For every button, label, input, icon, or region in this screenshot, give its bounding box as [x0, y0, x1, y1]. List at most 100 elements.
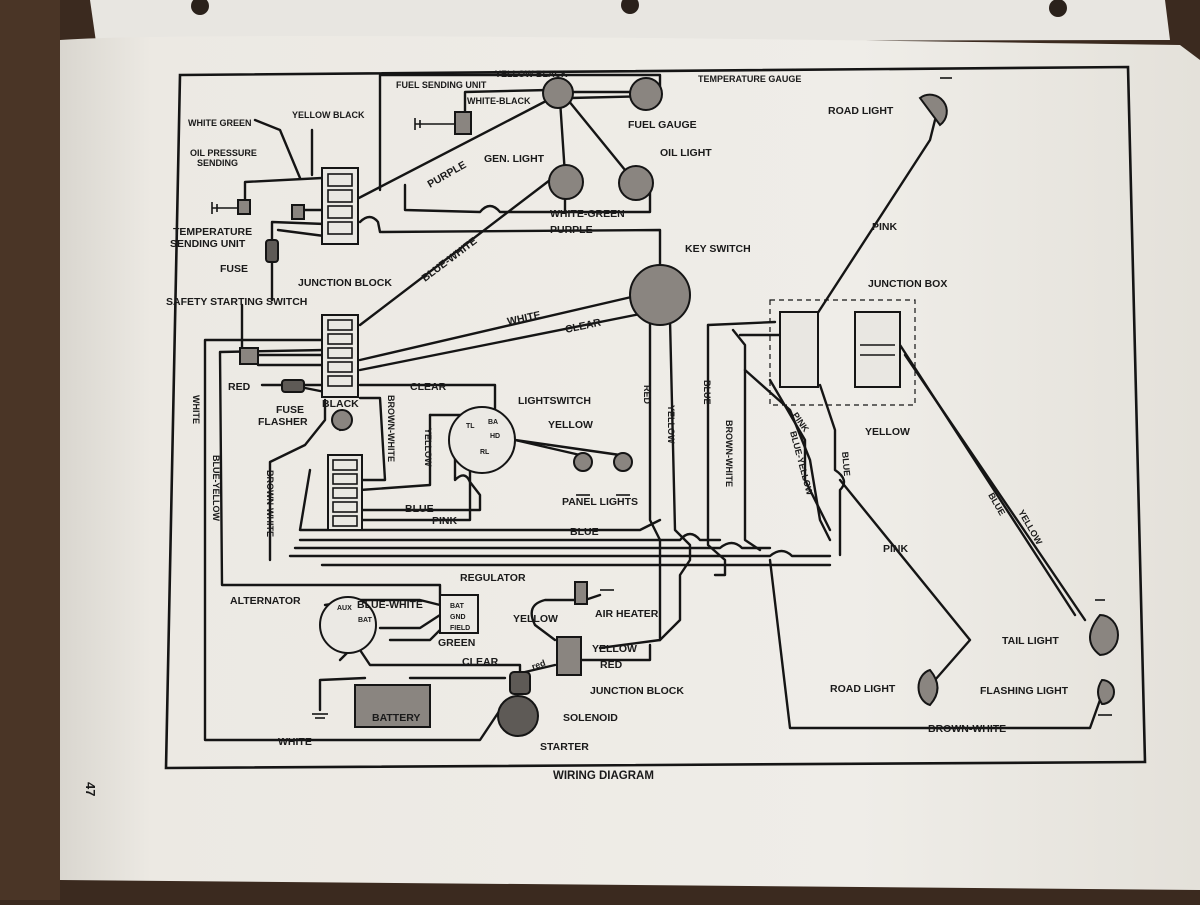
fuel-gauge-icon — [542, 77, 574, 109]
label-pink-right: PINK — [872, 221, 898, 233]
key-switch-icon — [629, 264, 691, 326]
label-junction-box: JUNCTION BOX — [868, 278, 947, 290]
battery-icon — [354, 684, 431, 728]
label-regulator: REGULATOR — [460, 572, 526, 584]
panel-light-right-icon — [613, 452, 633, 472]
label-temperature-sending-2: SENDING UNIT — [170, 238, 246, 250]
label-oil-pressure-2: SENDING — [197, 158, 238, 168]
label-key-switch: KEY SWITCH — [685, 243, 751, 255]
label-purple-lower: PURPLE — [550, 224, 593, 236]
label-junction-block-lower: JUNCTION BLOCK — [590, 685, 684, 697]
label-oil-pressure-1: OIL PRESSURE — [190, 148, 257, 158]
label-white-vertical: WHITE — [191, 395, 201, 424]
binder-hole-left — [191, 0, 209, 15]
label-tail-light: TAIL LIGHT — [1002, 635, 1059, 647]
panel-light-left-icon — [573, 452, 593, 472]
road-light-bottom-icon — [917, 668, 939, 707]
tail-light-icon — [1089, 613, 1119, 657]
page-number: 47 — [83, 782, 98, 796]
junction-box-blocks — [779, 311, 901, 388]
label-alt-aux: AUX — [337, 605, 352, 612]
label-red-small: red — [530, 658, 547, 672]
label-alternator: ALTERNATOR — [230, 595, 301, 607]
label-fuse-left: FUSE — [276, 404, 304, 416]
label-white-green-lower: WHITE-GREEN — [550, 208, 625, 220]
label-lightswitch: LIGHTSWITCH — [518, 395, 591, 407]
label-starter: STARTER — [540, 741, 589, 753]
label-road-light-bottom: ROAD LIGHT — [830, 683, 896, 695]
label-yellow-loop: YELLOW — [513, 613, 558, 625]
label-junction-block-upper: JUNCTION BLOCK — [298, 277, 392, 289]
label-solenoid: SOLENOID — [563, 712, 618, 724]
label-reg-field: FIELD — [450, 625, 470, 632]
label-flasher: FLASHER — [258, 416, 308, 428]
label-clear-lower: CLEAR — [462, 656, 499, 668]
diagram-border — [164, 65, 1147, 770]
label-blue-yellow-vertical: BLUE-YELLOW — [211, 455, 221, 521]
label-red-jb: RED — [600, 659, 623, 671]
label-ls-tl: TL — [466, 423, 475, 430]
label-fuel-gauge: FUEL GAUGE — [628, 119, 697, 131]
oil-light-icon — [618, 165, 654, 201]
label-ls-ba: BA — [488, 419, 498, 426]
label-pink-lower: PINK — [883, 543, 909, 555]
label-yellow-right: YELLOW — [865, 426, 910, 438]
label-yellow-b: YELLOW — [548, 419, 593, 431]
label-gen-light: GEN. LIGHT — [484, 153, 545, 165]
label-yellow-black: YELLOW BLACK — [292, 110, 365, 120]
junction-block-lower-icon — [556, 636, 582, 676]
label-fuel-sending-unit: FUEL SENDING UNIT — [396, 80, 487, 90]
regulator-icon — [439, 594, 479, 634]
label-brown-white-a: BROWN-WHITE — [386, 395, 396, 462]
flasher-icon — [331, 409, 353, 431]
label-white-black: WHITE-BLACK — [467, 96, 531, 106]
road-light-top-icon — [918, 93, 948, 127]
label-clear-to-lightswitch: CLEAR — [410, 381, 447, 393]
label-blue-long: BLUE — [570, 526, 599, 538]
label-yellow-jb: YELLOW — [592, 643, 637, 655]
label-white-bottom: WHITE — [278, 736, 312, 748]
wood-edge — [0, 0, 60, 900]
label-reg-bat: BAT — [450, 603, 465, 610]
oil-pressure-sending-icon — [237, 199, 251, 215]
fuel-sending-unit-icon — [454, 111, 472, 135]
binder-hole-middle — [621, 0, 639, 14]
label-yellow-black-top: YELLOW BLACK — [495, 69, 568, 79]
label-red-vertical: RED — [642, 385, 652, 405]
solenoid-icon — [509, 671, 531, 695]
label-white-green: WHITE GREEN — [188, 118, 252, 128]
label-oil-light: OIL LIGHT — [660, 147, 712, 159]
label-ls-rl: RL — [480, 449, 490, 456]
air-heater-icon — [574, 581, 588, 605]
binder-hole-right — [1049, 0, 1067, 17]
safety-starting-switch-icon — [239, 347, 259, 365]
diagram-caption: WIRING DIAGRAM — [553, 770, 654, 782]
label-reg-gnd: GND — [450, 614, 466, 621]
label-blue-right: BLUE — [840, 451, 852, 476]
label-road-light-top: ROAD LIGHT — [828, 105, 894, 117]
gen-light-icon — [548, 164, 584, 200]
label-temperature-gauge: TEMPERATURE GAUGE — [698, 74, 801, 84]
label-red-left: RED — [228, 381, 251, 393]
label-flashing-light: FLASHING LIGHT — [980, 685, 1069, 697]
label-blue-white-alt: BLUE-WHITE — [357, 599, 423, 611]
fuse-icon — [265, 239, 279, 263]
temperature-sending-unit-icon — [291, 204, 305, 220]
label-pink-a: PINK — [432, 515, 458, 527]
flashing-light-icon — [1097, 678, 1115, 706]
lightswitch-icon — [448, 406, 516, 474]
label-ls-hd: HD — [490, 433, 500, 440]
fuse-left-icon — [281, 379, 305, 393]
previous-page-edge — [90, 0, 1170, 42]
label-safety-starting-switch: SAFETY STARTING SWITCH — [166, 296, 307, 308]
label-brown-white-vertical: BROWN-WHITE — [265, 470, 275, 537]
label-black: BLACK — [322, 398, 359, 410]
temperature-gauge-icon — [629, 77, 663, 111]
ground-symbols — [211, 77, 1112, 719]
starter-icon — [497, 695, 539, 737]
label-blue-vertical: BLUE — [702, 380, 712, 405]
diagram-labels: YELLOW BLACK FUEL SENDING UNIT WHITE-BLA… — [166, 69, 1069, 753]
junction-block-upper — [321, 167, 359, 245]
